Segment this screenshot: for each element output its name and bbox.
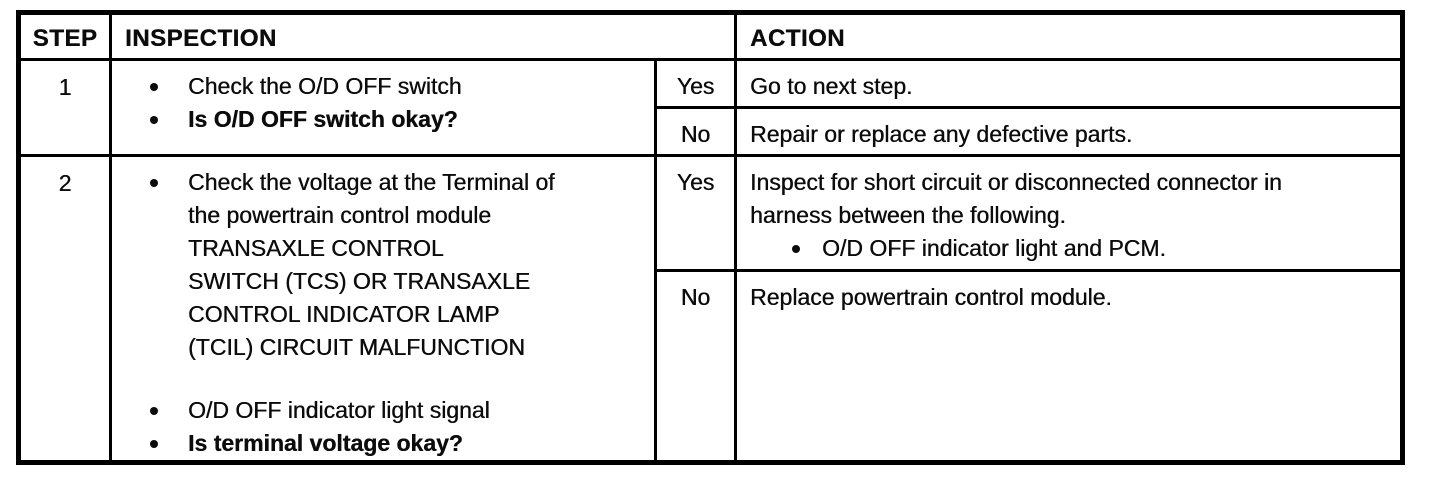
col-header-step: STEP	[17, 11, 112, 61]
action-text: Repair or replace any defective parts.	[750, 121, 1133, 147]
bullet-icon	[150, 179, 158, 187]
table-row: 2 Check the voltage at the Terminal of t…	[17, 153, 1404, 464]
inspection-question-text: Is O/D OFF switch okay?	[188, 106, 458, 132]
col-header-action: ACTION	[734, 11, 1404, 61]
step-number: 1	[17, 58, 112, 157]
diagnostic-table: STEP INSPECTION ACTION 1 Check the O/D O…	[16, 10, 1405, 465]
answer-cell-yes: Yes	[654, 153, 737, 273]
answer-cell-no: No	[654, 269, 737, 464]
inspection-text: O/D OFF indicator light signal	[188, 397, 490, 423]
inspection-bullet-item: Check the O/D OFF switch	[112, 70, 654, 103]
answer-cell-yes: Yes	[654, 58, 737, 109]
inspection-text: Check the O/D OFF switch	[188, 73, 462, 99]
action-text: Replace powertrain control module.	[750, 284, 1112, 311]
action-text: Go to next step.	[750, 73, 913, 99]
table-header-row: STEP INSPECTION ACTION	[17, 11, 1404, 61]
action-bullet-item: O/D OFF indicator light and PCM.	[750, 232, 1390, 265]
action-cell: Replace powertrain control module.	[734, 269, 1404, 464]
answer-cell-no: No	[654, 106, 737, 157]
inspection-bullet-item: Check the voltage at the Terminal of the…	[112, 166, 654, 364]
bullet-icon	[792, 245, 800, 253]
table-row: 1 Check the O/D OFF switch Is O/D OFF sw…	[17, 58, 1404, 157]
table-row: No Repair or replace any defective parts…	[19, 106, 1404, 157]
spacer	[112, 364, 654, 394]
bullet-icon	[150, 407, 158, 415]
inspection-bullet-item: Is terminal voltage okay?	[112, 427, 654, 460]
action-cell: Go to next step.	[734, 58, 1404, 109]
bullet-icon	[150, 83, 158, 91]
action-cell: Inspect for short circuit or disconnecte…	[734, 153, 1404, 273]
bullet-icon	[150, 116, 158, 124]
action-cell: Repair or replace any defective parts.	[734, 106, 1404, 157]
inspection-question-text: Is terminal voltage okay?	[188, 430, 463, 456]
inspection-cell: Check the voltage at the Terminal of the…	[109, 154, 657, 464]
bullet-icon	[150, 440, 158, 448]
inspection-text: Check the voltage at the Terminal of the…	[188, 169, 555, 360]
step-number: 2	[17, 154, 112, 464]
inspection-cell: Check the O/D OFF switch Is O/D OFF swit…	[109, 58, 657, 157]
table-row: No Replace powertrain control module.	[19, 269, 1404, 464]
inspection-bullet-item: O/D OFF indicator light signal	[112, 394, 654, 427]
inspection-bullet-item: Is O/D OFF switch okay?	[112, 103, 654, 136]
action-text: Inspect for short circuit or disconnecte…	[750, 169, 1282, 228]
col-header-inspection: INSPECTION	[109, 11, 737, 61]
action-bullet-text: O/D OFF indicator light and PCM.	[822, 235, 1166, 261]
